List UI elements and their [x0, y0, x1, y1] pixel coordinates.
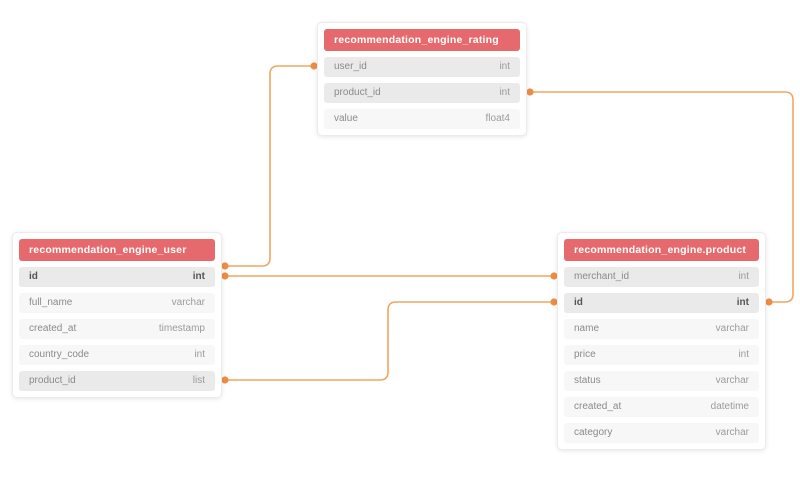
- field-name: price: [574, 349, 596, 360]
- field-type: int: [738, 271, 749, 282]
- relationship-line[interactable]: [225, 301, 554, 381]
- field-name: merchant_id: [574, 271, 630, 282]
- field-type: int: [736, 297, 749, 308]
- field-name: user_id: [334, 61, 367, 72]
- field-row-product-name[interactable]: name varchar: [564, 319, 759, 339]
- field-name: created_at: [574, 401, 622, 412]
- field-type: varchar: [715, 323, 749, 334]
- table-title-rating[interactable]: recommendation_engine_rating: [324, 29, 520, 51]
- connection-dot: [221, 262, 229, 270]
- field-type: int: [499, 61, 510, 72]
- relationship-0[interactable]: [221, 62, 318, 270]
- field-name: created_at: [29, 323, 77, 334]
- field-row-product-created_at[interactable]: created_at datetime: [564, 397, 759, 417]
- field-row-user-id[interactable]: id int: [19, 267, 215, 287]
- field-type: varchar: [171, 297, 205, 308]
- connection-dot: [221, 376, 229, 384]
- field-row-user-created_at[interactable]: created_at timestamp: [19, 319, 215, 339]
- field-name: value: [334, 113, 358, 124]
- field-row-product-status[interactable]: status varchar: [564, 371, 759, 391]
- field-row-product-price[interactable]: price int: [564, 345, 759, 365]
- field-type: varchar: [715, 375, 749, 386]
- field-row-rating-value[interactable]: value float4: [324, 109, 520, 129]
- field-name: id: [29, 271, 38, 282]
- field-type: timestamp: [158, 323, 205, 334]
- field-type: int: [192, 271, 205, 282]
- field-name: country_code: [29, 349, 90, 360]
- relationship-1[interactable]: [221, 272, 558, 280]
- field-name: category: [574, 427, 613, 438]
- connection-dot: [765, 298, 773, 306]
- table-title-user[interactable]: recommendation_engine_user: [19, 239, 215, 261]
- field-row-user-country_code[interactable]: country_code int: [19, 345, 215, 365]
- field-name: product_id: [334, 87, 381, 98]
- connection-dot: [526, 88, 534, 96]
- field-name: name: [574, 323, 600, 334]
- field-name: product_id: [29, 375, 76, 386]
- field-row-user-full_name[interactable]: full_name varchar: [19, 293, 215, 313]
- field-name: full_name: [29, 297, 73, 308]
- relationship-2[interactable]: [221, 298, 558, 384]
- table-product[interactable]: recommendation_engine.product merchant_id…: [557, 232, 766, 450]
- field-row-user-product_id[interactable]: product_id list: [19, 371, 215, 391]
- connection-dot: [221, 272, 229, 280]
- table-title-product[interactable]: recommendation_engine.product: [564, 239, 759, 261]
- field-name: status: [574, 375, 601, 386]
- field-type: float4: [485, 113, 510, 124]
- field-type: list: [192, 375, 205, 386]
- field-row-rating-user_id[interactable]: user_id int: [324, 57, 520, 77]
- field-type: int: [499, 87, 510, 98]
- field-row-product-category[interactable]: category varchar: [564, 423, 759, 443]
- relationship-line[interactable]: [225, 65, 314, 267]
- field-row-product-id[interactable]: id int: [564, 293, 759, 313]
- field-name: id: [574, 297, 583, 308]
- field-row-product-merchant_id[interactable]: merchant_id int: [564, 267, 759, 287]
- field-type: int: [738, 349, 749, 360]
- field-type: varchar: [715, 427, 749, 438]
- field-type: datetime: [710, 401, 749, 412]
- field-row-rating-product_id[interactable]: product_id int: [324, 83, 520, 103]
- field-type: int: [194, 349, 205, 360]
